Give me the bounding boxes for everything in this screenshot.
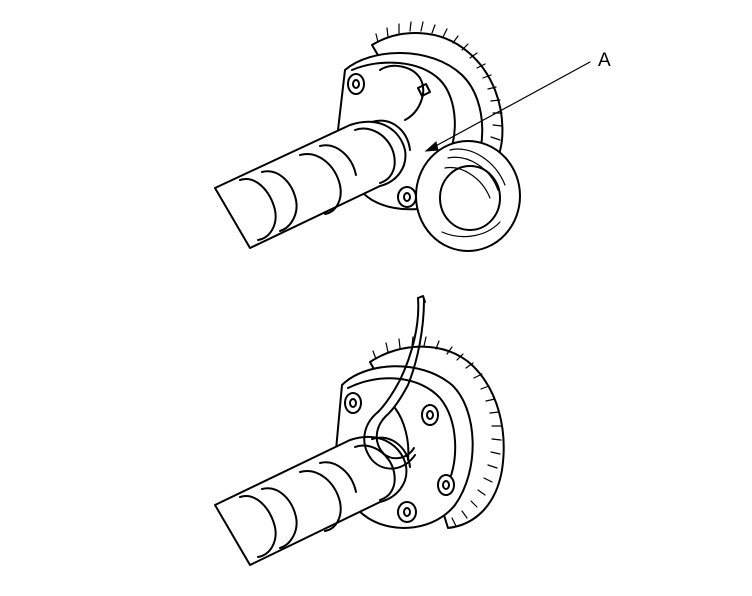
installer-strap [363, 295, 426, 470]
bottom-bolt-lower-right [437, 474, 455, 496]
top-bolt-lower [397, 186, 417, 208]
bottom-bolt-upper [344, 392, 362, 414]
bottom-assembly [214, 295, 505, 566]
bottom-camshaft [214, 435, 411, 566]
top-bolt-upper [347, 73, 365, 95]
bottom-bolt-lower [397, 501, 417, 523]
callout-a-leader [424, 61, 591, 152]
callout-label-a: A [598, 50, 611, 71]
top-seal-cap [415, 140, 521, 252]
top-assembly [214, 21, 591, 252]
bottom-bolt-right [421, 404, 439, 426]
top-camshaft [214, 119, 411, 249]
